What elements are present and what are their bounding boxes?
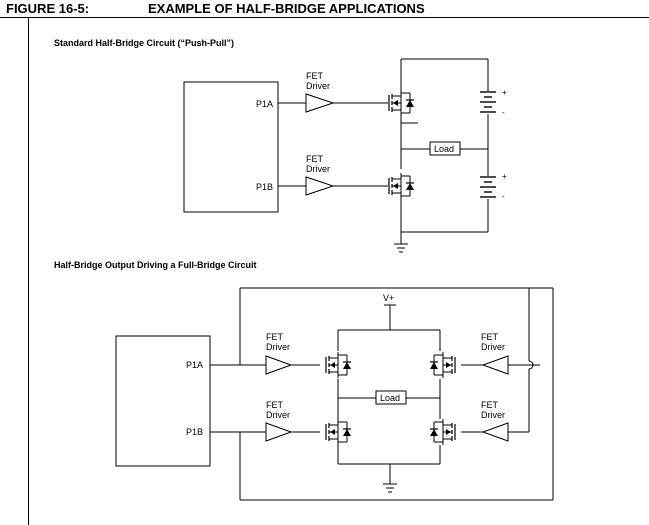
fet-driver-2-left-top (265, 355, 293, 375)
figure-header: FIGURE 16-5: EXAMPLE OF HALF-BRIDGE APPL… (0, 0, 649, 20)
pin-label-2a: P1A (186, 360, 203, 370)
load-label-2: Load (380, 393, 400, 403)
battery-1-bottom (480, 176, 496, 198)
load-label-1: Load (434, 144, 454, 154)
battery-1-bottom-minus: - (502, 192, 505, 201)
battery-1-top (480, 91, 496, 113)
battery-1-bottom-plus: + (502, 172, 507, 181)
driver-label-2rb-line1: FET (481, 400, 499, 410)
driver-label-2lb-line2: Driver (266, 410, 290, 420)
header-rule (0, 17, 649, 18)
figure-title: EXAMPLE OF HALF-BRIDGE APPLICATIONS (148, 1, 425, 16)
mosfet-2-right-high (430, 352, 455, 378)
left-border-rule (28, 18, 29, 525)
driver-label-2rb-line2: Driver (481, 410, 505, 420)
circuit1-title: Standard Half-Bridge Circuit (“Push-Pull… (54, 38, 235, 48)
fet-driver-2-right-top (481, 355, 509, 375)
fet-driver-1a (305, 93, 335, 113)
pin-label-1a: P1A (256, 99, 273, 109)
mosfet-1-low (388, 172, 415, 200)
figure-label: FIGURE 16-5: (6, 1, 90, 16)
driver-label-2lt-line1: FET (266, 332, 284, 342)
driver-label-1a-line1: FET (306, 71, 324, 81)
microcontroller-box-2 (115, 335, 211, 467)
supply-label: V+ (383, 293, 394, 303)
fet-driver-2-left-bottom (265, 422, 293, 442)
driver-label-2lt-line2: Driver (266, 342, 290, 352)
driver-label-1a-line2: Driver (306, 81, 330, 91)
pin-label-1b: P1B (256, 182, 273, 192)
driver-label-1b-line1: FET (306, 154, 324, 164)
driver-label-1b-line2: Driver (306, 164, 330, 174)
battery-1-top-minus: - (502, 108, 505, 117)
circuit2-title: Half-Bridge Output Driving a Full-Bridge… (54, 260, 257, 270)
pin-label-2b: P1B (186, 427, 203, 437)
driver-label-2rt-line1: FET (481, 332, 499, 342)
mosfet-2-left-high (325, 351, 352, 379)
fet-driver-2-right-bottom (481, 422, 509, 442)
mosfet-1-high (388, 89, 415, 117)
mosfet-2-right-low (430, 419, 455, 445)
driver-label-2lb-line1: FET (266, 400, 284, 410)
fet-driver-1b (305, 176, 335, 196)
microcontroller-box-1 (183, 81, 279, 213)
battery-1-top-plus: + (502, 88, 507, 97)
mosfet-2-left-low (325, 418, 352, 446)
circuit2 (115, 287, 554, 501)
circuit1 (183, 58, 489, 253)
driver-label-2rt-line2: Driver (481, 342, 505, 352)
